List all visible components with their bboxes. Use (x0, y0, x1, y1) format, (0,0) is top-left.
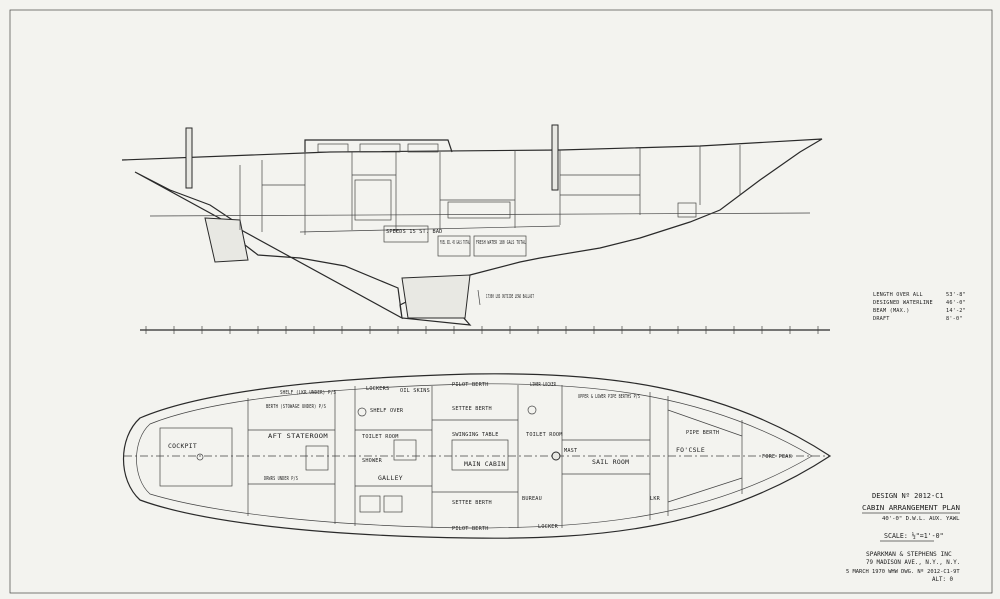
label-upper-lower-berths: UPPER & LOWER PIPE BERTHS P/S (578, 394, 640, 400)
dim-beam-label: BEAM (MAX.) (873, 308, 910, 314)
firm-name: SPARKMAN & STEPHENS INC (866, 551, 952, 558)
plan-bulkheads (247, 385, 743, 528)
dim-dwl-label: DESIGNED WATERLINE (873, 300, 933, 306)
label-swinging-table: SWINGING TABLE (452, 432, 499, 438)
label-settee-berth-top: SETTEE BERTH (452, 406, 492, 412)
wc-fwd-icon (527, 405, 537, 415)
label-toilet-room-aft: TOILET ROOM (362, 434, 399, 440)
main-mast (551, 124, 559, 191)
profile-view: SPEEDS 15 ST. BAD FUEL OIL 45 GALS TOTAL… (121, 124, 830, 334)
label-pilot-berth-bottom: PILOT BERTH (452, 526, 489, 532)
rudder (204, 217, 249, 263)
dim-dwl-value: 46'-0" (946, 300, 966, 306)
label-sail-room: SAIL ROOM (592, 458, 629, 466)
plan-view: SHELF (LKR UNDER) P/S LOCKERS OIL SKINS … (123, 373, 832, 539)
label-pipe-berth: PIPE BERTH (686, 430, 719, 436)
label-toilet-room-fwd: TOILET ROOM (526, 432, 563, 438)
hull-plan-inner (136, 383, 813, 529)
aft-cabin-table (305, 445, 329, 471)
sheet-border (9, 9, 993, 594)
drawing-subtitle: 40'-0" D.W.L. AUX. YAWL (882, 516, 960, 522)
sink (383, 495, 403, 513)
dim-beam-value: 14'-2" (946, 308, 966, 314)
firm-address: 79 MADISON AVE., N.Y., N.Y. (866, 560, 960, 566)
label-shelf-locker: SHELF (LKR UNDER) P/S (280, 390, 336, 396)
label-galley: GALLEY (378, 474, 403, 482)
label-focsle: FO'CSLE (676, 446, 705, 454)
deckhouse (304, 139, 453, 153)
label-mast: MAST (564, 448, 577, 454)
label-lockers: LOCKERS (366, 386, 389, 392)
drawing-title: CABIN ARRANGEMENT PLAN (862, 503, 960, 512)
mast-section (551, 451, 561, 461)
fuel-oil-label: FUEL OIL 45 GALS TOTAL (440, 240, 470, 246)
dim-draft-label: DRAFT (873, 316, 890, 322)
label-drwrs-under: DRWRS UNDER P/S (264, 476, 298, 482)
shower-pan (393, 439, 417, 461)
stove (359, 495, 381, 513)
label-shower: SHOWER (362, 458, 383, 464)
title-block: DESIGN Nº 2012-C1 CABIN ARRANGEMENT PLAN… (846, 492, 960, 583)
fresh-water-label: FRESH WATER 180 GALS TOTAL (476, 240, 526, 246)
design-number: DESIGN Nº 2012-C1 (872, 492, 944, 500)
aft-tank (383, 225, 429, 243)
alteration: ALT: 0 (932, 577, 953, 583)
dim-loa-value: 53'-8" (946, 292, 966, 298)
label-aft-stateroom: AFT STATEROOM (268, 432, 328, 440)
label-bureau: BUREAU (522, 496, 542, 502)
dwg-number-line: 5 MARCH 1970 WHW DWG. Nº 2012-C1-9T (846, 568, 960, 575)
waterline (149, 212, 811, 217)
water-tank (473, 235, 527, 257)
label-locker: LOCKER (538, 524, 559, 530)
profile-interior (239, 145, 741, 235)
label-berth-stowage: BERTH (STOWAGE UNDER) P/S (266, 404, 326, 410)
mizzen-mast (185, 127, 193, 189)
label-oil-skins: OIL SKINS (400, 388, 430, 394)
label-settee-berth-bottom: SETTEE BERTH (452, 500, 492, 506)
dimensions-table: LENGTH OVER ALL 53'-8" DESIGNED WATERLIN… (873, 292, 966, 322)
hull-plan-outline (123, 373, 832, 539)
station-ticks (145, 326, 819, 334)
dim-draft-value: 8'-0" (946, 316, 963, 322)
label-cockpit: COCKPIT (168, 442, 197, 450)
swinging-table (451, 439, 509, 471)
cockpit-well (159, 427, 233, 487)
dim-loa-label: LENGTH OVER ALL (873, 292, 923, 298)
wc-aft-icon (357, 407, 367, 417)
drawing-scale: SCALE: ½"=1'-0" (884, 532, 944, 540)
label-main-cabin: MAIN CABIN (464, 460, 505, 468)
label-shelf-over: SHELF OVER (370, 408, 404, 414)
keel (401, 274, 471, 319)
label-fore-peak: FORE PEAK (762, 454, 793, 460)
ballast-label: 17300 LBS OUTSIDE LEAD BALLAST (486, 294, 534, 300)
label-liner-locker: LINER LOCKER (530, 382, 556, 388)
label-pilot-berth-top: PILOT BERTH (452, 382, 489, 388)
wheel-icon (196, 453, 204, 461)
label-lkr: LKR (650, 496, 661, 502)
fuel-tank (437, 235, 471, 257)
aft-tank-label: SPEEDS 15 ST. BAD (386, 229, 443, 235)
